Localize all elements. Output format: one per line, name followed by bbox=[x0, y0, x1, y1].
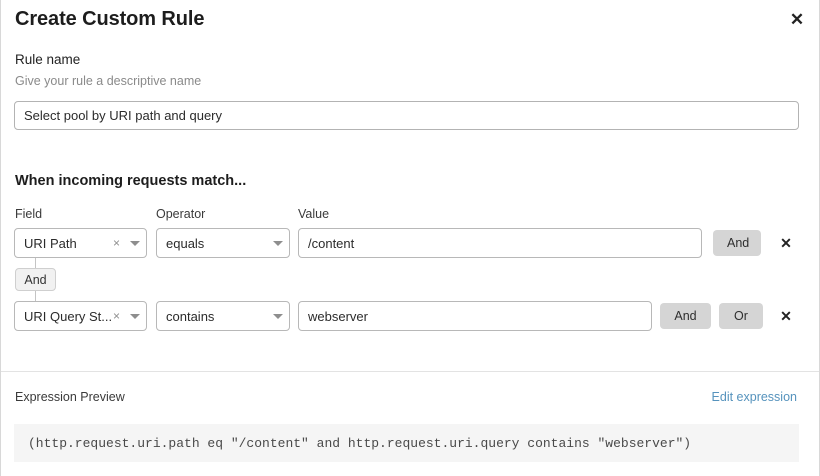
column-header-value: Value bbox=[298, 207, 330, 221]
column-header-operator: Operator bbox=[156, 207, 206, 221]
operator-select-2[interactable]: contains bbox=[156, 301, 290, 331]
operator-select-1-value: equals bbox=[166, 235, 205, 251]
chevron-down-icon bbox=[124, 313, 146, 319]
field-select-1-value: URI Path bbox=[24, 235, 77, 251]
field-select-2-value: URI Query St... bbox=[24, 308, 113, 324]
and-button-1[interactable]: And bbox=[713, 230, 761, 256]
and-button-2[interactable]: And bbox=[660, 303, 711, 329]
clear-icon[interactable]: × bbox=[112, 308, 120, 323]
field-select-2[interactable]: URI Query St... × bbox=[14, 301, 147, 331]
close-icon[interactable]: ✕ bbox=[784, 6, 810, 32]
field-select-1[interactable]: URI Path × bbox=[14, 228, 147, 258]
value-input-2[interactable] bbox=[298, 301, 652, 331]
or-button-2[interactable]: Or bbox=[719, 303, 763, 329]
connector-line-bottom bbox=[35, 291, 36, 302]
chevron-down-icon bbox=[267, 313, 289, 319]
chevron-down-icon bbox=[267, 240, 289, 246]
dialog-title: Create Custom Rule bbox=[15, 8, 205, 30]
rule-name-label: Rule name bbox=[15, 52, 81, 67]
chevron-down-icon bbox=[124, 240, 146, 246]
operator-select-1[interactable]: equals bbox=[156, 228, 290, 258]
connector-line-top bbox=[35, 258, 36, 269]
group-connector-and[interactable]: And bbox=[15, 268, 56, 291]
expression-preview-code: (http.request.uri.path eq "/content" and… bbox=[14, 424, 799, 462]
rule-name-help-text: Give your rule a descriptive name bbox=[15, 74, 202, 88]
column-header-field: Field bbox=[15, 207, 43, 221]
value-input-1[interactable] bbox=[298, 228, 702, 258]
clear-icon[interactable]: × bbox=[112, 235, 120, 250]
match-section-heading: When incoming requests match... bbox=[15, 173, 247, 189]
edit-expression-link[interactable]: Edit expression bbox=[711, 390, 797, 404]
remove-condition-icon-1[interactable]: ✕ bbox=[776, 232, 796, 254]
operator-select-2-value: contains bbox=[166, 308, 215, 324]
rule-name-input[interactable] bbox=[14, 101, 799, 130]
expression-preview-label: Expression Preview bbox=[15, 390, 125, 404]
remove-condition-icon-2[interactable]: ✕ bbox=[776, 305, 796, 327]
section-divider bbox=[1, 371, 819, 372]
